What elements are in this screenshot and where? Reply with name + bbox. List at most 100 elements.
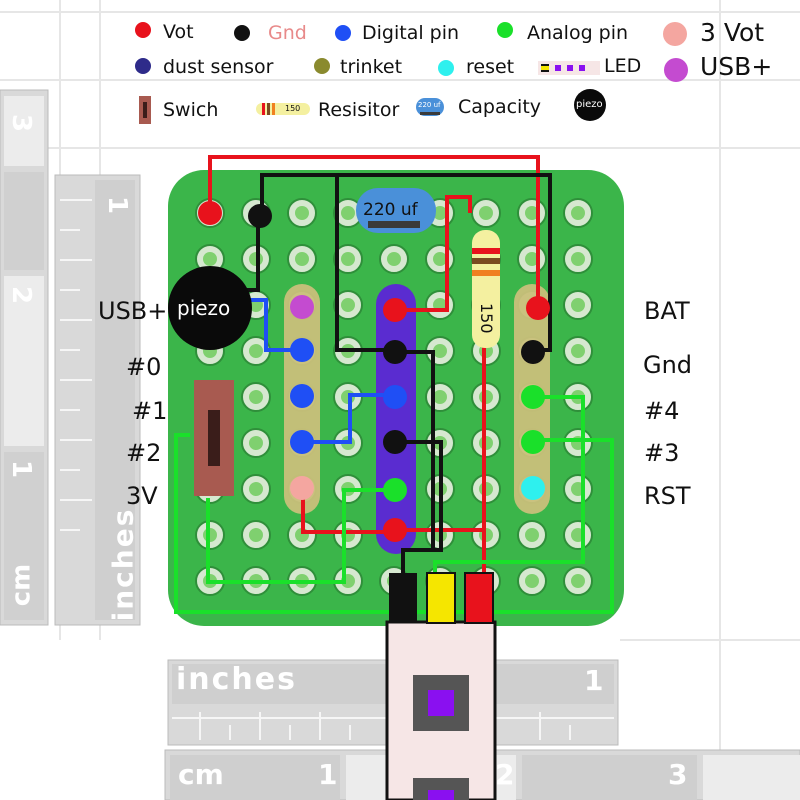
pin-label-bat: BAT <box>644 297 690 325</box>
board-pad-hole <box>203 252 217 266</box>
legend-vot-dot <box>135 22 151 38</box>
pin-vot-dot <box>198 201 222 225</box>
pin-analog-dot <box>521 385 545 409</box>
ruler-v-in-1: 1 <box>102 195 133 215</box>
pin-label-3: #3 <box>644 439 680 467</box>
board-pad-hole <box>341 206 355 220</box>
board-pad-hole <box>525 528 539 542</box>
legend-trinket-label: trinket <box>340 56 403 78</box>
pin-digital-dot <box>290 430 314 454</box>
wire-red-top <box>208 155 540 305</box>
pin-label-2: #2 <box>126 439 162 467</box>
resistor-label: 150 <box>477 303 496 334</box>
board-pad-hole <box>525 206 539 220</box>
legend-gnd-label: Gnd <box>268 22 307 44</box>
board-pad-hole <box>433 252 447 266</box>
ruler-v-inches-label: inches <box>106 507 140 622</box>
led-connector <box>389 572 494 624</box>
pin-digital-dot <box>290 384 314 408</box>
board-pad-hole <box>295 252 309 266</box>
pin-gnd-dot <box>383 430 407 454</box>
board-pad-hole <box>571 574 585 588</box>
board-pad-hole <box>341 298 355 312</box>
board-pad-hole <box>341 252 355 266</box>
legend-usb-label: USB+ <box>700 52 773 81</box>
ruler-h-inches-label: inches <box>176 662 297 697</box>
legend-analog-dot <box>497 22 513 38</box>
board-pad-hole <box>571 252 585 266</box>
board-pad-hole <box>571 344 585 358</box>
legend-led-icon <box>538 61 600 75</box>
wire-blue-2 <box>302 393 395 444</box>
pin-label-3v: 3V <box>126 482 158 510</box>
wire-green-bottom <box>206 488 395 584</box>
legend-dust-label: dust sensor <box>163 56 274 78</box>
pin-digital-dot <box>290 338 314 362</box>
board-pad-hole <box>387 252 401 266</box>
ruler-v-cm-2: 2 <box>6 285 37 305</box>
board-pad-hole <box>433 206 447 220</box>
board-pad-hole <box>295 206 309 220</box>
ruler-v-cm-3: 3 <box>6 113 37 133</box>
wire-blue-usb <box>238 298 302 352</box>
wire-black-gnd <box>395 350 435 550</box>
ruler-v-cm-label: cm <box>6 563 37 607</box>
pin-label-usb: USB+ <box>98 297 168 325</box>
pin-dots <box>198 201 550 542</box>
legend-switch-icon <box>139 96 151 124</box>
ruler-h-in-1: 1 <box>584 664 604 697</box>
legend-analog-label: Analog pin <box>527 22 629 44</box>
wire-black-gnd2 <box>395 440 443 580</box>
piezo-label: piezo <box>177 296 231 320</box>
legend-led-label: LED <box>604 55 642 77</box>
inches-ruler-vertical <box>54 174 141 626</box>
resistor <box>472 230 500 348</box>
pin-label-1: #1 <box>132 397 168 425</box>
legend-swatches <box>135 22 688 124</box>
capacitor <box>356 188 436 233</box>
pin-label-4: #4 <box>644 397 680 425</box>
capacitor-label: 220 uf <box>363 200 418 220</box>
legend-piezo-label: piezo <box>576 99 603 110</box>
legend-3vot-label: 3 Vot <box>700 18 765 47</box>
board-pad-hole <box>249 482 263 496</box>
pin-label-gnd: Gnd <box>643 351 693 379</box>
piezo-buzzer <box>168 266 252 350</box>
pin-gnd-dot <box>383 340 407 364</box>
ruler-h-cm-2: 2 <box>495 758 515 791</box>
board-pad-hole <box>571 298 585 312</box>
board-pad-hole <box>525 252 539 266</box>
wire-black-mid <box>335 175 395 352</box>
led-strip <box>385 620 497 800</box>
pin-vot-dot <box>526 296 550 320</box>
pin-gnd-dot <box>521 340 545 364</box>
pin-vot-dot <box>383 518 407 542</box>
board-pad-hole <box>249 390 263 404</box>
board-pad-hole <box>433 390 447 404</box>
ruler-h-cm-1: 1 <box>318 758 338 791</box>
legend-usb-dot <box>664 58 688 82</box>
legend-trinket-dot <box>314 58 330 74</box>
board-pad-hole <box>249 528 263 542</box>
pin-label-0: #0 <box>126 353 162 381</box>
pin-label-rst: RST <box>644 482 691 510</box>
legend-capacity-label: Capacity <box>458 96 542 118</box>
dust-sensor-strip <box>376 284 416 554</box>
pin-analog-dot <box>521 430 545 454</box>
legend-digital-label: Digital pin <box>362 22 460 44</box>
legend-3vot-dot <box>663 22 687 46</box>
board-pad-hole <box>479 206 493 220</box>
legend-capacitor-icon <box>416 98 444 116</box>
legend-gnd-dot <box>234 25 250 41</box>
legend-resistor-value: 150 <box>285 104 301 113</box>
board-pad-hole <box>249 436 263 450</box>
cm-ruler-vertical <box>0 89 49 626</box>
pin-vot3-dot <box>290 476 314 500</box>
legend-digital-dot <box>335 25 351 41</box>
legend-vot-label: Vot <box>163 21 194 43</box>
slide-switch <box>194 380 234 496</box>
ruler-v-cm-1: 1 <box>6 459 37 479</box>
